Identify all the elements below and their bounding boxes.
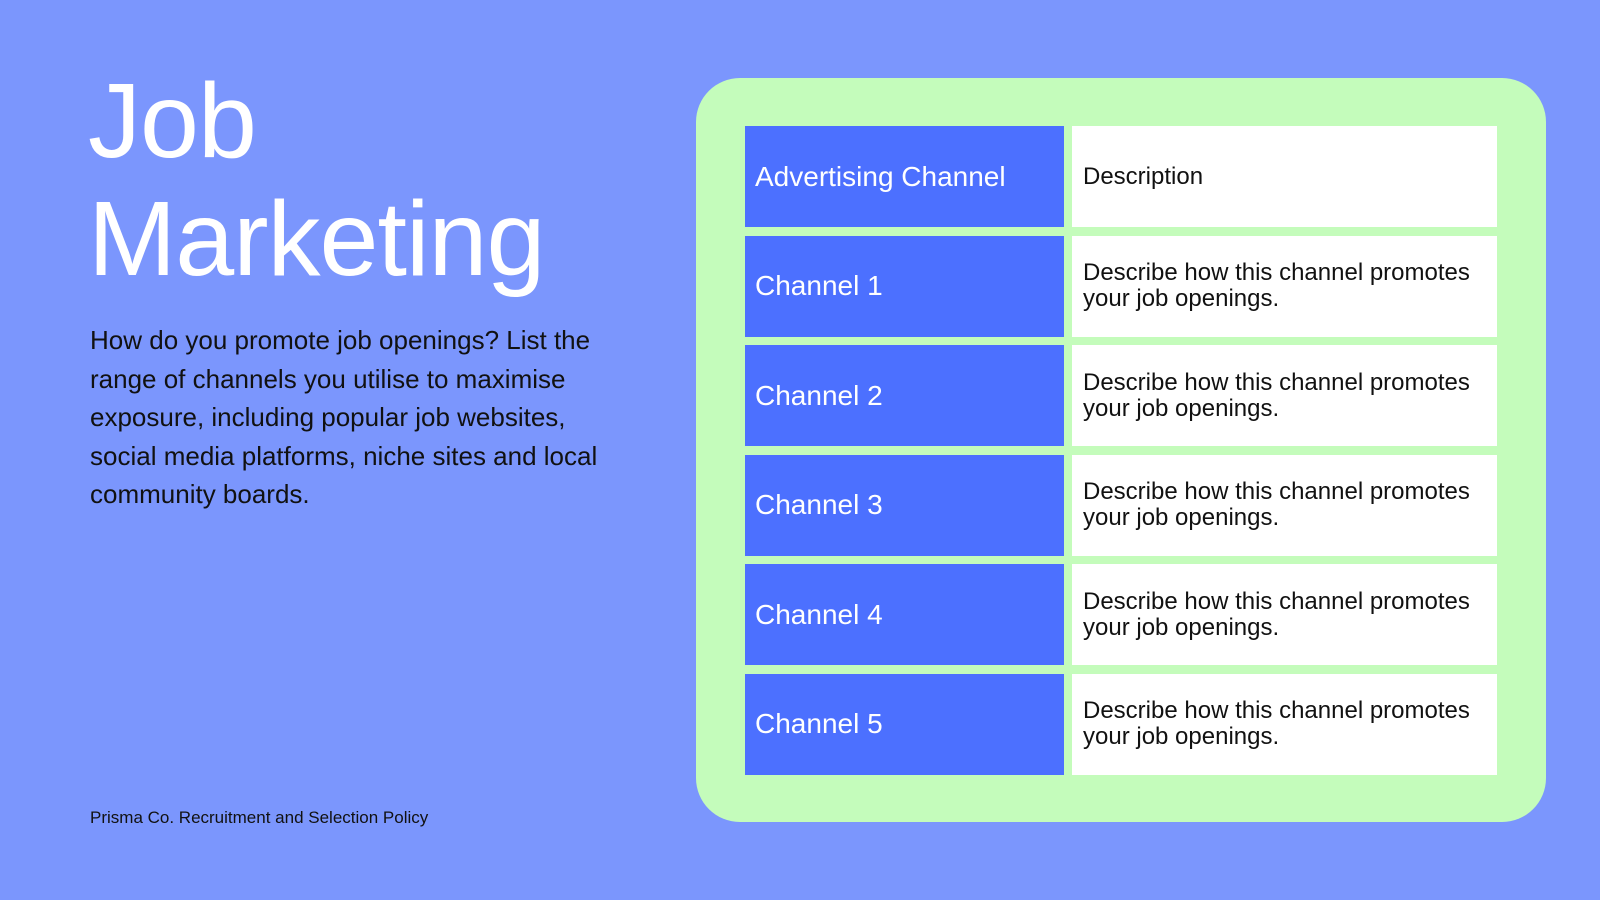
channels-table: Advertising Channel Description Channel … — [745, 126, 1497, 775]
table-cell-description: Describe how this channel promotes your … — [1072, 235, 1497, 337]
table-cell-description: Describe how this channel promotes your … — [1072, 454, 1497, 556]
slide-title: Job Marketing — [88, 62, 545, 298]
table-header-description: Description — [1072, 126, 1497, 227]
table-cell-channel: Channel 1 — [745, 235, 1064, 337]
table-cell-channel: Channel 3 — [745, 454, 1064, 556]
slide-title-line-2: Marketing — [88, 180, 545, 298]
footer-text: Prisma Co. Recruitment and Selection Pol… — [90, 808, 429, 827]
table-cell-channel: Channel 4 — [745, 564, 1064, 666]
table-card: Advertising Channel Description Channel … — [696, 78, 1546, 822]
slide-body-text: How do you promote job openings? List th… — [90, 325, 598, 509]
table-cell-description: Describe how this channel promotes your … — [1072, 564, 1497, 666]
table-cell-description: Describe how this channel promotes your … — [1072, 345, 1497, 447]
table-cell-description: Describe how this channel promotes your … — [1072, 673, 1497, 775]
table-cell-channel: Channel 2 — [745, 345, 1064, 447]
table-cell-channel: Channel 5 — [745, 673, 1064, 775]
table-header-channel: Advertising Channel — [745, 126, 1064, 227]
slide-title-line-1: Job — [88, 62, 257, 180]
